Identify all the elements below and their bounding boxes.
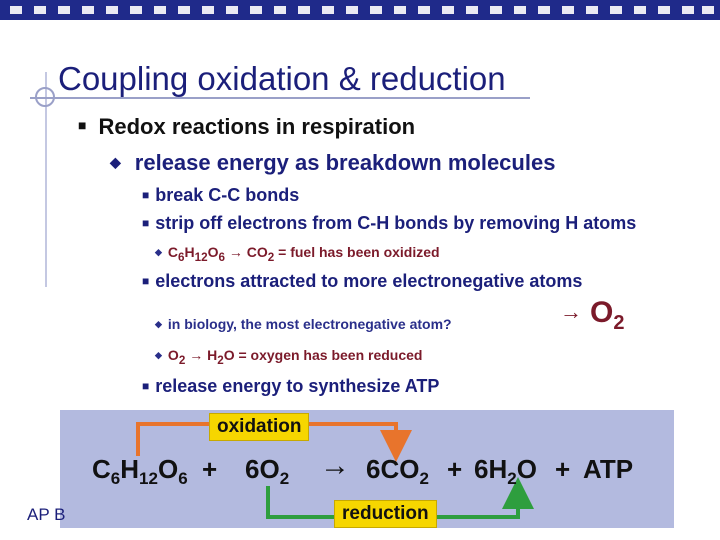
co2-product: 6CO2 — [366, 454, 429, 489]
square-bullet-icon: ■ — [142, 274, 150, 288]
bullet-electronegative-text: electrons attracted to more electronegat… — [155, 271, 583, 291]
glucose-reactant: C6H12O6 — [92, 454, 188, 489]
fuel-oxidized-note: = fuel has been oxidized — [278, 244, 440, 260]
oxidation-label: oxidation — [209, 413, 310, 441]
glucose-formula: C6H12O6 — [167, 244, 225, 264]
slide-title: Coupling oxidation & reduction — [58, 60, 506, 97]
diamond-bullet-icon: ◆ — [155, 247, 162, 257]
oxygen-formula: O2 — [167, 347, 186, 367]
oxygen-reactant: 6O2 — [245, 454, 290, 489]
answer-o2: →O2 — [560, 296, 625, 334]
bullet-break-bonds: ■ break C-C bonds — [142, 185, 299, 206]
bullet-strip-electrons-text: strip off electrons from C-H bonds by re… — [155, 213, 637, 233]
diamond-bullet-icon: ◆ — [155, 319, 162, 329]
diamond-bullet-icon: ◆ — [110, 154, 121, 170]
top-band — [0, 0, 720, 20]
bullet-release-energy: ◆ release energy as breakdown molecules — [110, 150, 555, 176]
atp-product: ATP — [583, 454, 634, 484]
co2-formula: CO2 — [246, 244, 275, 264]
title-decoration-horizontal — [30, 97, 530, 99]
square-bullet-icon: ■ — [78, 117, 87, 133]
arrow-icon: → — [228, 244, 243, 260]
bullet-break-bonds-text: break C-C bonds — [155, 185, 300, 205]
diamond-bullet-icon: ◆ — [155, 350, 162, 360]
square-bullet-icon: ■ — [142, 216, 150, 230]
reaction-arrow-icon: → — [320, 449, 350, 482]
bullet-question: ◆ in biology, the most electronegative at… — [155, 316, 452, 332]
water-product: 6H2O — [474, 454, 537, 489]
plus-sign: + — [447, 454, 463, 484]
band-pattern — [10, 6, 714, 14]
reduction-label: reduction — [334, 500, 437, 528]
bullet-release-energy-text: release energy as breakdown molecules — [134, 150, 556, 175]
footer-text: AP B — [27, 505, 66, 524]
bullet-electronegative: ■ electrons attracted to more electronega… — [142, 271, 582, 292]
bullet-oxygen-reduced: ◆ O2 → H2O = oxygen has been reduced — [155, 347, 422, 367]
arrow-icon: → — [560, 299, 582, 324]
bullet-redox-text: Redox reactions in respiration — [98, 114, 416, 139]
bullet-question-text: in biology, the most electronegative ato… — [167, 316, 452, 332]
square-bullet-icon: ■ — [142, 188, 150, 202]
arrow-icon: → — [189, 347, 204, 363]
bullet-redox: ■ Redox reactions in respiration — [78, 114, 415, 140]
bullet-synthesize-atp: ■ release energy to synthesize ATP — [142, 376, 439, 397]
square-bullet-icon: ■ — [142, 379, 150, 393]
plus-sign: + — [202, 454, 218, 484]
bullet-synthesize-atp-text: release energy to synthesize ATP — [155, 376, 440, 396]
plus-sign: + — [555, 454, 571, 484]
title-decoration-vertical — [45, 72, 47, 287]
bullet-strip-electrons: ■ strip off electrons from C-H bonds by r… — [142, 213, 636, 234]
oxygen-reduced-note: H2O = oxygen has been reduced — [207, 347, 423, 367]
bullet-fuel-oxidized: ◆ C6H12O6 → CO2 = fuel has been oxidized — [155, 244, 440, 264]
title-decoration-circle — [35, 87, 55, 107]
